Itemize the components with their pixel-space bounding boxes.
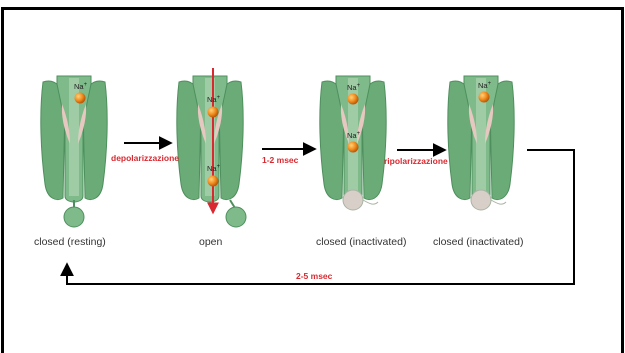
state-label-closed-inactivated-1: closed (inactivated) bbox=[316, 236, 406, 248]
transition-label-repolarization: ripolarizzazione bbox=[384, 156, 448, 166]
inactivation-gate bbox=[64, 207, 84, 227]
channel-closed-resting bbox=[41, 76, 107, 227]
state-label-closed-inactivated-2: closed (inactivated) bbox=[433, 236, 523, 248]
transition-label-2-5-msec: 2-5 msec bbox=[296, 271, 333, 281]
inactivation-gate bbox=[471, 190, 491, 210]
transition-label-1-2-msec: 1-2 msec bbox=[262, 155, 299, 165]
state-label-closed-resting: closed (resting) bbox=[34, 236, 106, 248]
transition-label-depolarization: depolarizzazione bbox=[111, 153, 179, 163]
state-label-open: open bbox=[199, 236, 223, 248]
inactivation-gate bbox=[343, 190, 363, 210]
inactivation-gate bbox=[226, 207, 246, 227]
